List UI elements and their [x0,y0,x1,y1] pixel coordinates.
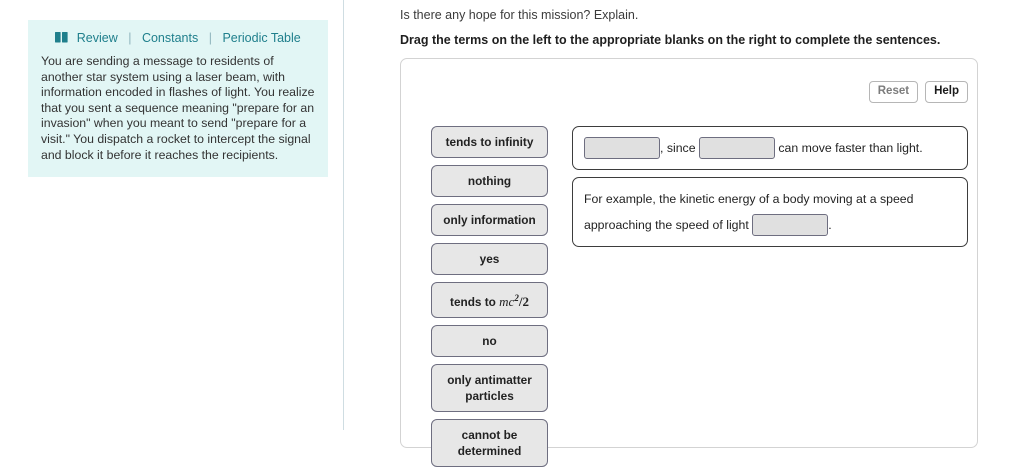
review-link[interactable]: Review [76,31,118,45]
sentence-line: , since can move faster than light. [584,135,956,161]
right-column: Is there any hope for this mission? Expl… [344,0,1024,467]
constants-link[interactable]: Constants [141,31,199,45]
blank-slot-3[interactable] [752,214,829,236]
term-chip[interactable]: nothing [431,165,548,197]
answer-panel: Reset Help tends to infinity nothing only … [400,58,978,467]
term-chip[interactable]: no [431,324,548,357]
problem-info-panel: Review | Constants | Periodic Table You … [28,20,328,178]
sentence-text-2c: . [828,218,832,232]
term-chip[interactable]: yes [431,243,548,275]
sentence-box-2: For example, the kinetic energy of a bod… [572,177,968,247]
question-prompt: Is there any hope for this mission? Expl… [400,8,639,22]
column-divider [343,0,344,430]
blank-slot-1[interactable] [584,137,660,159]
problem-statement-text: You are sending a message to residents o… [41,54,315,162]
term-chip[interactable]: cannot be determined [431,418,548,467]
sentence-text-1b: can move faster than light. [774,141,923,155]
sentence-box-1: , since can move faster than light. [572,126,968,170]
term-chip[interactable]: only antimatter particles [431,363,548,412]
term-chip[interactable]: only information [431,204,548,236]
link-separator: | [208,31,212,45]
book-icon [55,32,68,46]
left-column: Review | Constants | Periodic Table You … [0,0,343,430]
term-chip[interactable]: tends to infinity [431,126,548,158]
sentences-area: , since can move faster than light. For … [572,126,968,254]
blank-slot-2[interactable] [698,137,775,159]
reset-button[interactable]: Reset [868,81,919,103]
sentence-line: For example, the kinetic energy of a bod… [584,186,956,212]
sentence-text-2a: For example, the kinetic energy of a bod… [584,192,914,206]
help-button[interactable]: Help [925,81,968,103]
terms-bank: tends to infinity nothing only information… [431,126,548,467]
term-chip[interactable]: tends to mc2/2 [431,282,548,318]
sentence-line: approaching the speed of light . [584,212,956,238]
sentence-text-2b: approaching the speed of light [584,218,753,232]
link-separator: | [128,31,132,45]
drag-instruction: Drag the terms on the left to the approp… [400,33,941,47]
sentence-text-1a: , since [660,141,699,155]
periodic-table-link[interactable]: Periodic Table [222,31,301,45]
panel-toolbar: Reset Help [868,81,968,103]
resource-links-bar: Review | Constants | Periodic Table [28,20,328,52]
